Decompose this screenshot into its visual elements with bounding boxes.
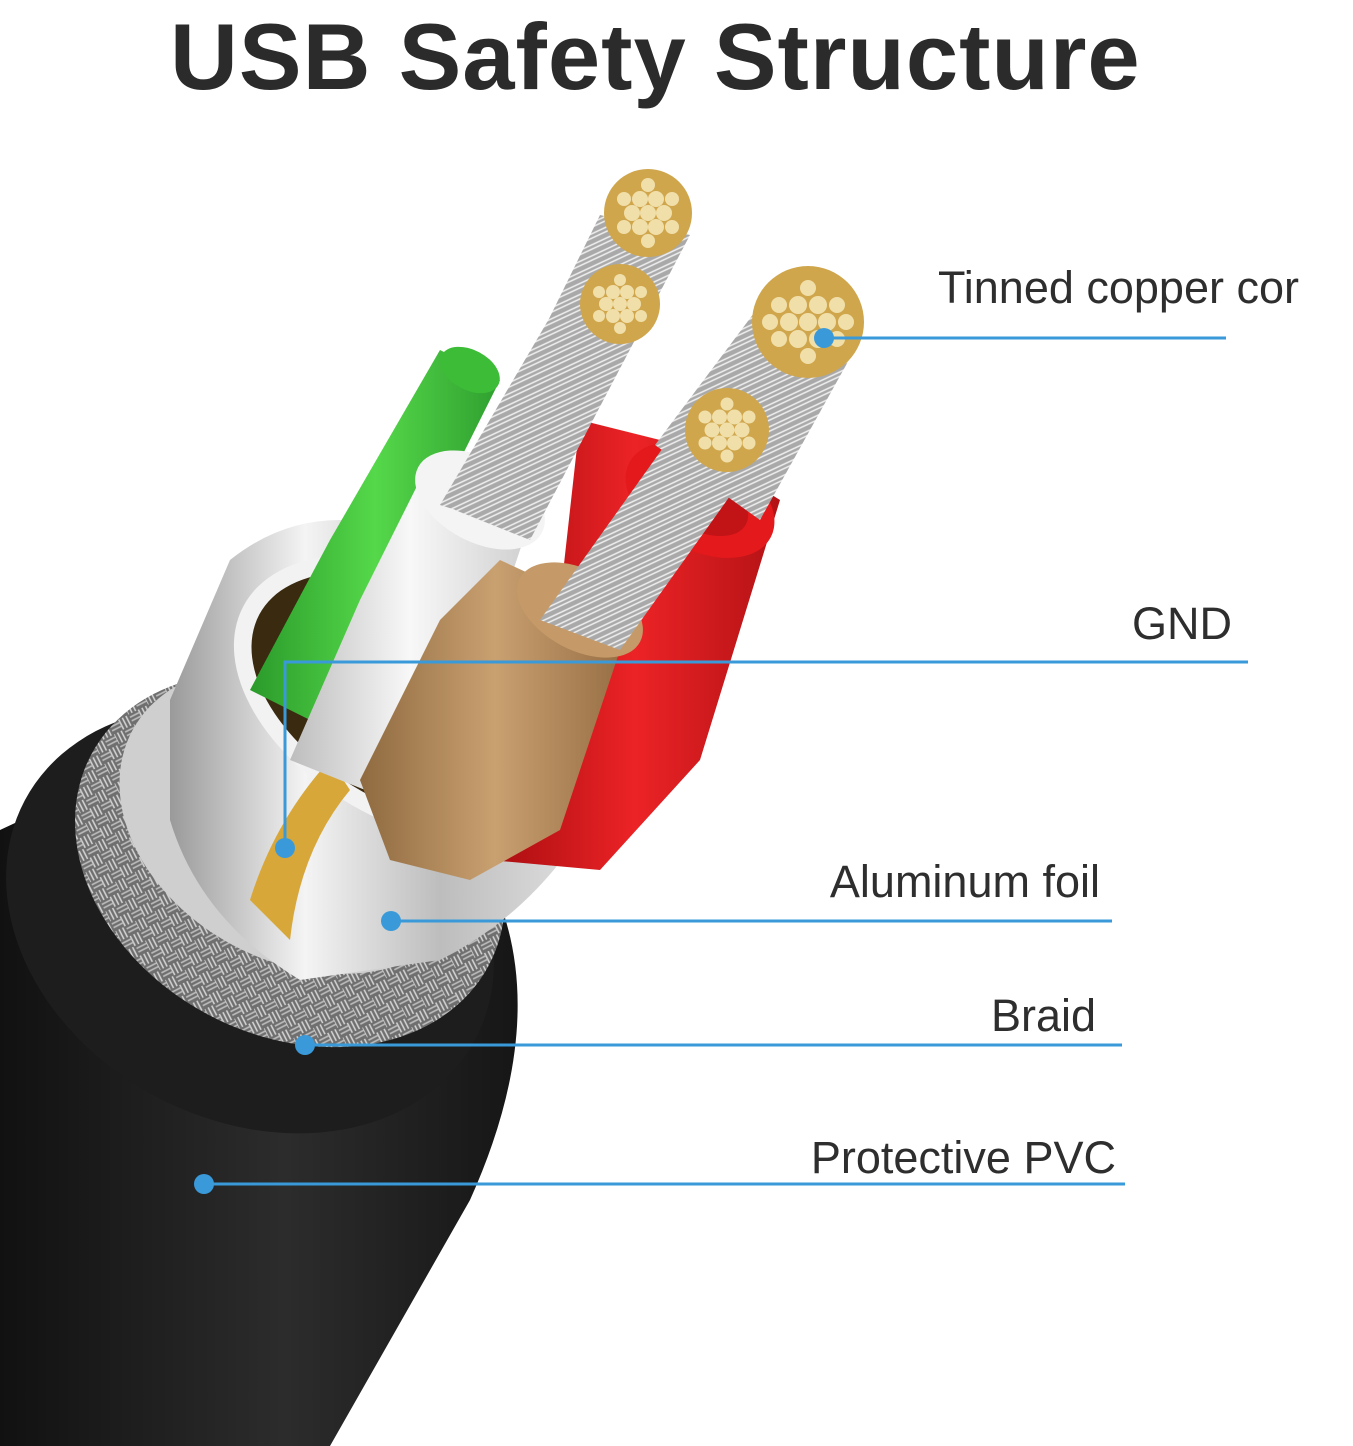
label-braid: Braid <box>990 990 1096 1041</box>
diagram-title: USB Safety Structure <box>170 4 1141 109</box>
callout-dot-aluminum-foil <box>381 911 401 931</box>
callout-dot-protective-pvc <box>194 1174 214 1194</box>
callout-line-gnd <box>283 660 1248 848</box>
label-gnd: GND <box>1132 598 1232 649</box>
callout-lines <box>204 336 1248 1186</box>
callout-dots <box>194 328 834 1194</box>
copper-strand-ends <box>580 169 864 472</box>
green-wire <box>250 346 500 720</box>
callout-dot-tinned-copper <box>814 328 834 348</box>
callout-dot-gnd <box>275 838 295 858</box>
label-tinned-copper: Tinned copper cor <box>937 262 1299 313</box>
label-aluminum-foil: Aluminum foil <box>829 856 1100 907</box>
callout-dot-braid <box>295 1035 315 1055</box>
label-protective-pvc: Protective PVC <box>810 1132 1116 1183</box>
